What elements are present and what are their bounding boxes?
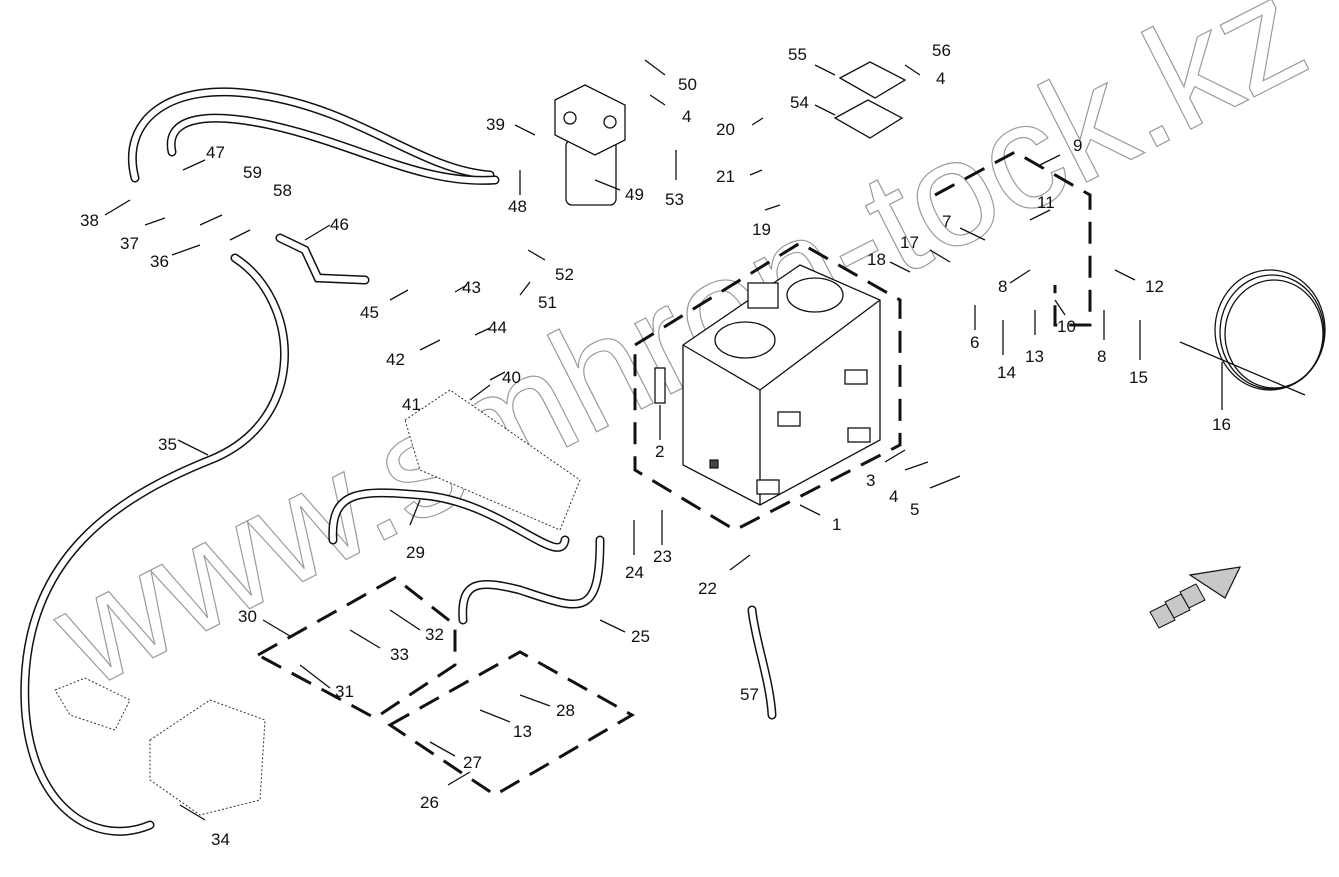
tank-group-outline (633, 241, 902, 532)
hoses-25-29 (328, 488, 605, 625)
callout-36: 36 (150, 252, 169, 271)
gasket-54 (833, 99, 904, 139)
callout-32: 32 (425, 625, 444, 644)
callout-26: 26 (420, 793, 439, 812)
callout-34: 34 (211, 830, 230, 849)
callout-24: 24 (625, 563, 644, 582)
upper-hoses (127, 87, 500, 185)
callout-51: 51 (538, 293, 557, 312)
filter-49 (554, 84, 626, 206)
callout-25: 25 (631, 627, 650, 646)
callout-23: 23 (653, 547, 672, 566)
callout-45: 45 (360, 303, 379, 322)
callout-27: 27 (463, 753, 482, 772)
callout-8: 8 (998, 277, 1007, 296)
callout-14: 14 (997, 363, 1016, 382)
callout-9: 9 (1073, 136, 1082, 155)
pump-29-sketch (404, 389, 581, 531)
coupler-sketch (54, 677, 131, 731)
callout-2: 2 (655, 442, 664, 461)
hose-46 (275, 233, 370, 285)
callout-21: 21 (716, 167, 735, 186)
callout-6: 6 (970, 333, 979, 352)
group-30-outline (254, 576, 457, 720)
callout-12: 12 (1145, 277, 1164, 296)
callout-20: 20 (716, 120, 735, 139)
callout-13: 13 (1025, 347, 1044, 366)
callout-13: 13 (513, 722, 532, 741)
callout-39: 39 (486, 115, 505, 134)
callout-4: 4 (936, 69, 945, 88)
callout-47: 47 (206, 143, 225, 162)
callout-16: 16 (1212, 415, 1231, 434)
callout-3: 3 (866, 471, 875, 490)
callout-42: 42 (386, 350, 405, 369)
watermark-text: www.smhron-tock.kz (27, 0, 1330, 719)
callout-labels: 1 2 3 4 4 4 5 6 7 8 8 9 10 11 12 13 13 1… (80, 41, 1231, 849)
callout-55: 55 (788, 45, 807, 64)
callout-38: 38 (80, 211, 99, 230)
leader-lines (104, 59, 1223, 821)
callout-28: 28 (556, 701, 575, 720)
callout-7: 7 (942, 212, 951, 231)
callout-15: 15 (1129, 368, 1148, 387)
callout-29: 29 (406, 543, 425, 562)
callout-8: 8 (1097, 347, 1106, 366)
callout-53: 53 (665, 190, 684, 209)
callout-58: 58 (273, 181, 292, 200)
coiled-line-16 (1179, 269, 1326, 396)
callout-37: 37 (120, 234, 139, 253)
group-26-outline (387, 650, 636, 797)
motor-34-sketch (149, 699, 266, 816)
hydraulic-tank (654, 264, 881, 506)
callout-11: 11 (1037, 193, 1055, 212)
callout-50: 50 (678, 75, 697, 94)
callout-41: 41 (402, 395, 421, 414)
callout-52: 52 (555, 265, 574, 284)
callout-18: 18 (867, 250, 886, 269)
hose-35 (20, 253, 289, 836)
callout-5: 5 (910, 500, 919, 519)
callout-31: 31 (335, 682, 354, 701)
cover-55 (838, 61, 907, 99)
front-arrow-icon (1149, 566, 1242, 629)
callout-4: 4 (682, 107, 691, 126)
callout-17: 17 (900, 233, 919, 252)
callout-44: 44 (488, 318, 507, 337)
callout-48: 48 (508, 197, 527, 216)
callout-56: 56 (932, 41, 951, 60)
callout-59: 59 (243, 163, 262, 182)
callout-1: 1 (832, 515, 841, 534)
callout-40: 40 (502, 368, 521, 387)
callout-57: 57 (740, 685, 759, 704)
callout-30: 30 (238, 607, 257, 626)
callout-10: 10 (1057, 317, 1076, 336)
group-9-outline (934, 150, 1092, 327)
callout-22: 22 (698, 579, 717, 598)
callout-46: 46 (330, 215, 349, 234)
callout-54: 54 (790, 93, 809, 112)
callout-4: 4 (889, 487, 898, 506)
callout-19: 19 (752, 220, 771, 239)
callout-35: 35 (158, 435, 177, 454)
callout-49: 49 (625, 185, 644, 204)
callout-33: 33 (390, 645, 409, 664)
watermark: www.smhron-tock.kz (27, 0, 1331, 720)
callout-43: 43 (462, 278, 481, 297)
